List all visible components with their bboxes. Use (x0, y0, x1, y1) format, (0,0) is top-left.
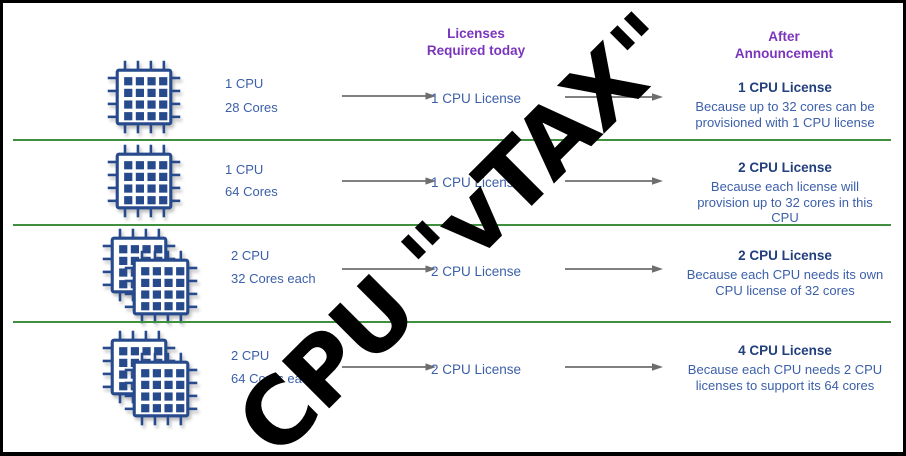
row-divider (13, 321, 891, 323)
cpu-count-label: 1 CPU (225, 162, 264, 177)
column-header-after-announcement: After Announcement (704, 28, 864, 62)
header-line: Licenses (447, 26, 505, 41)
after-reason-text: Because each license will provision up t… (697, 179, 873, 225)
cpu-chip-icon (123, 249, 199, 325)
core-count-label: 64 Cores (225, 184, 278, 199)
after-license-label: 2 CPU License (738, 160, 832, 175)
header-line: After (768, 29, 800, 44)
flow-arrow-icon (561, 263, 667, 275)
after-reason-text: Because each CPU needs 2 CPU licenses to… (687, 362, 883, 393)
after-reason-text: Because each CPU needs its own CPU licen… (686, 267, 884, 298)
vtax-watermark-text: CPU "vTAX" (216, 0, 700, 456)
header-line: Announcement (734, 46, 834, 61)
today-license-label: 1 CPU License (430, 175, 522, 190)
core-count-label: 32 Cores each (231, 271, 316, 286)
cpu-chip-icon (106, 59, 182, 135)
after-reason-text: Because up to 32 cores can be provisione… (695, 99, 875, 130)
dual-cpu-chip-icon (101, 227, 199, 325)
core-count-label: 28 Cores (225, 100, 278, 115)
today-license-label: 2 CPU License (430, 362, 522, 377)
core-count-label: 64 Cores each (231, 371, 316, 386)
after-announcement-cell: 4 CPU License Because each CPU needs 2 C… (679, 343, 891, 393)
after-announcement-cell: 2 CPU License Because each license will … (679, 160, 891, 226)
today-license-label: 1 CPU License (430, 91, 522, 106)
column-header-licenses-today: Licenses Required today (396, 25, 556, 59)
dual-cpu-chip-icon (101, 329, 199, 427)
header-line: Required today (426, 43, 526, 58)
after-license-label: 4 CPU License (738, 343, 832, 358)
row-divider (13, 139, 891, 141)
after-license-label: 1 CPU License (738, 80, 832, 95)
today-license-label: 2 CPU License (430, 264, 522, 279)
flow-arrow-icon (561, 361, 667, 373)
cpu-count-label: 2 CPU (231, 348, 270, 363)
after-license-label: 2 CPU License (738, 248, 832, 263)
after-announcement-cell: 2 CPU License Because each CPU needs its… (679, 248, 891, 298)
after-announcement-cell: 1 CPU License Because up to 32 cores can… (679, 80, 891, 130)
cpu-chip-icon (123, 351, 199, 427)
cpu-count-label: 2 CPU (231, 248, 270, 263)
cpu-count-label: 1 CPU (225, 76, 264, 91)
cpu-chip-icon (106, 143, 182, 219)
row-divider (13, 224, 891, 226)
